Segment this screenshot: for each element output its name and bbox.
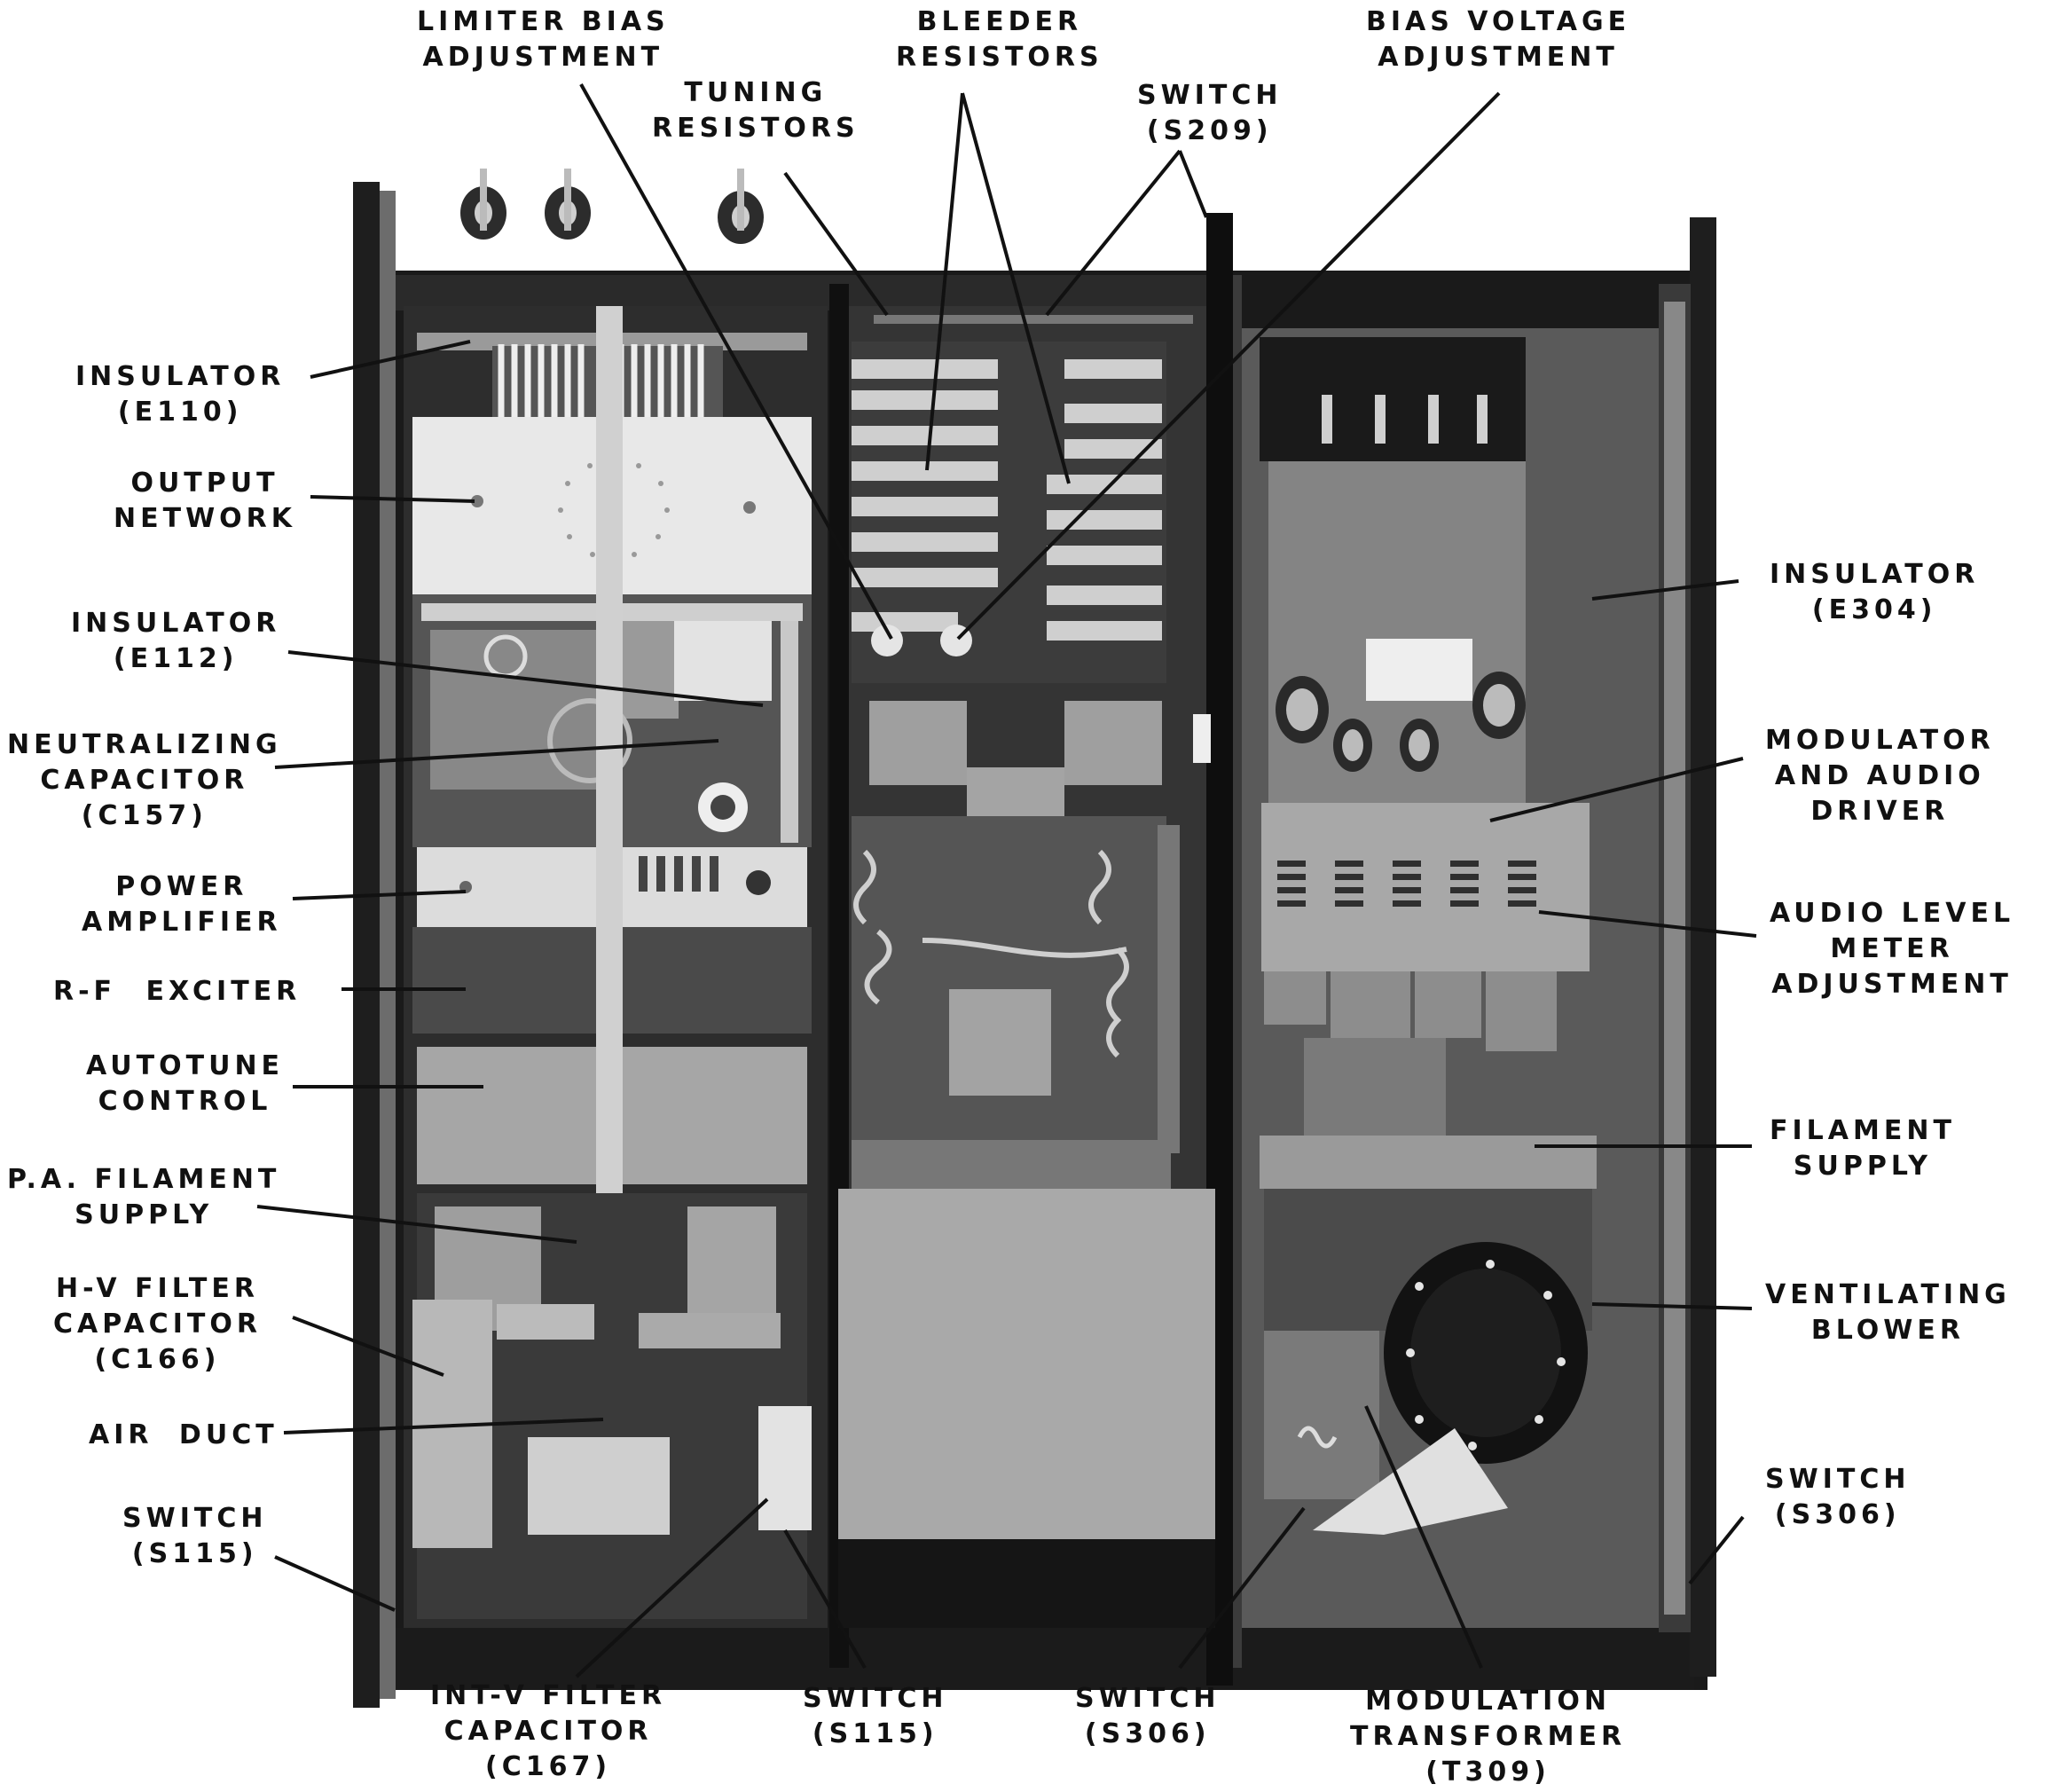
central-transformer (949, 989, 1051, 1096)
modulation-transformer (1264, 1331, 1379, 1499)
modulator-chassis (1261, 803, 1590, 971)
leader-s209-1 (1045, 149, 1182, 317)
label-output-network: OUTPUT NETWORK (114, 468, 297, 534)
limiter-bias-pot (871, 625, 903, 656)
label-switch-s306-right: SWITCH (S306) (1765, 1464, 1911, 1530)
leader-power-amp (292, 890, 467, 900)
vent-slots (1277, 861, 1536, 907)
leader-insulator-e304 (1591, 579, 1739, 601)
leader-neutralizing (274, 739, 719, 769)
lower-blank-panel (838, 1189, 1215, 1539)
label-modulation-transformer: MODULATION TRANSFORMER (T309) (1350, 1686, 1627, 1788)
label-audio-level-meter: AUDIO LEVEL METER ADJUSTMENT (1770, 898, 2015, 1000)
leader-insulator-e110 (310, 340, 471, 379)
label-intv-filter-capacitor: INT-V FILTER CAPACITOR (C167) (430, 1680, 667, 1782)
resistor-bank (852, 359, 1162, 641)
leader-s209-2 (1178, 150, 1208, 218)
label-tuning-resistors: TUNING RESISTORS (652, 77, 860, 144)
label-limiter-bias: LIMITER BIAS ADJUSTMENT (417, 6, 670, 73)
left-door (353, 182, 380, 1708)
cabinet-base (373, 1628, 1694, 1690)
label-autotune-control: AUTOTUNE CONTROL (86, 1050, 285, 1117)
switch-s115-body (758, 1406, 812, 1530)
label-switch-s306-bottom: SWITCH (S306) (1075, 1683, 1221, 1749)
label-neutralizing-capacitor: NEUTRALIZING CAPACITOR (C157) (7, 729, 282, 831)
label-hv-filter-capacitor: H-V FILTER CAPACITOR (C166) (53, 1273, 262, 1375)
leader-modulator (1489, 757, 1744, 822)
leader-air-duct (283, 1418, 604, 1434)
label-pa-filament-supply: P.A. FILAMENT SUPPLY (7, 1164, 281, 1230)
top-rail (373, 275, 1206, 310)
label-filament-supply: FILAMENT SUPPLY (1770, 1115, 1956, 1182)
leader-bleeder-1 (925, 92, 964, 471)
leader-tuning (783, 171, 889, 317)
ventilating-blower (1384, 1242, 1588, 1464)
left-door-edge (380, 191, 396, 1699)
leader-bleeder-2 (961, 92, 1071, 484)
leader-ventilating (1591, 1302, 1753, 1310)
upper-panel-right (1268, 461, 1526, 803)
choke-right (1064, 701, 1162, 785)
leader-insulator-e112 (287, 650, 764, 707)
choke-left (869, 701, 967, 785)
label-ventilating-blower: VENTILATING BLOWER (1765, 1279, 2011, 1346)
leader-limiter-bias (579, 83, 893, 640)
right-door-glass (1664, 302, 1685, 1615)
label-insulator-e112: INSULATOR (E112) (71, 608, 281, 674)
label-bias-voltage: BIAS VOLTAGE ADJUSTMENT (1366, 6, 1631, 73)
label-insulator-e110: INSULATOR (E110) (75, 361, 286, 428)
leader-pa-filament (256, 1205, 577, 1244)
partition-right-bevel (1233, 275, 1242, 1668)
label-rf-exciter: R-F EXCITER (53, 976, 302, 1007)
tubes (1276, 672, 1526, 772)
leader-output-network (310, 495, 475, 503)
leader-s306-right (1688, 1515, 1745, 1585)
top-insulators (460, 169, 764, 244)
leader-lines (256, 83, 1757, 1678)
right-door (1690, 217, 1716, 1677)
terminal-strip (852, 1140, 1171, 1189)
middle-bay (838, 306, 1215, 1628)
left-bay (404, 306, 828, 1628)
leader-s115-left (274, 1555, 396, 1612)
intv-filter-capacitor (528, 1437, 670, 1535)
leader-s115-bottom (783, 1529, 867, 1670)
right-bay (1242, 328, 1659, 1628)
tuning-resistor-rail (874, 315, 1193, 324)
label-switch-s209: SWITCH (S209) (1137, 80, 1283, 146)
filament-supply-shelf (1260, 1136, 1597, 1189)
leader-hv-filter (292, 1316, 444, 1377)
label-power-amplifier: POWER AMPLIFIER (82, 871, 282, 938)
leader-intv-filter (575, 1497, 769, 1678)
label-air-duct: AIR DUCT (89, 1419, 279, 1450)
leader-mod-transformer (1364, 1405, 1483, 1669)
leader-bias-voltage (956, 91, 1501, 641)
leader-audio-level (1538, 910, 1757, 938)
label-insulator-e304: INSULATOR (E304) (1770, 559, 1980, 625)
leader-s306-bottom (1178, 1506, 1306, 1670)
label-bleeder-resistors: BLEEDER RESISTORS (896, 6, 1103, 73)
label-modulator-driver: MODULATOR AND AUDIO DRIVER (1765, 725, 1995, 827)
label-switch-s115-bottom: SWITCH (S115) (803, 1683, 948, 1749)
label-switch-s115-left: SWITCH (S115) (122, 1503, 268, 1569)
